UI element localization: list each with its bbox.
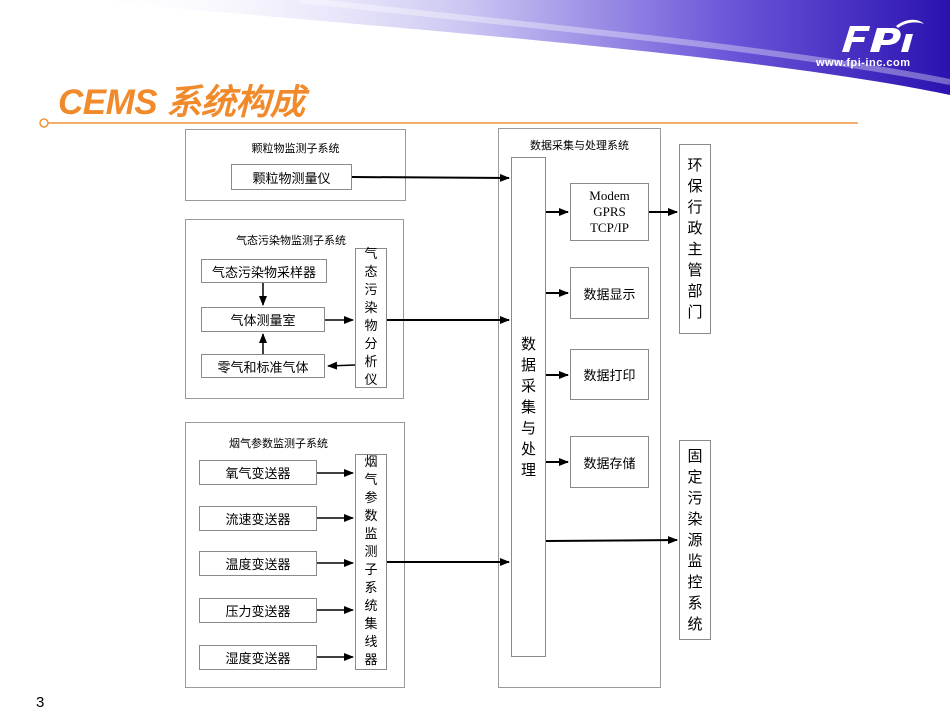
epa-department-box: 环保行政主管部门 — [679, 144, 711, 334]
arrow-daq-to-source-monitor — [545, 536, 678, 545]
vertical-char: 气 — [364, 247, 378, 262]
arrow-particulate-to-daq — [351, 173, 510, 182]
vertical-char: 采 — [520, 376, 536, 395]
oxygen-transmitter-box: 氧气变送器 — [199, 460, 317, 485]
pressure-transmitter-box: 压力变送器 — [199, 598, 317, 623]
vertical-char: 控 — [687, 572, 703, 591]
vertical-char: 与 — [520, 418, 536, 437]
vertical-char: 子 — [364, 563, 378, 578]
title-rule — [39, 118, 858, 128]
vertical-char: 据 — [520, 355, 536, 374]
gas-analyzer-box: 气态污染物分析仪 — [355, 247, 387, 388]
data-storage-box: 数据存储 — [570, 436, 649, 488]
vertical-char: 系 — [687, 593, 703, 612]
company-logo — [836, 16, 926, 56]
vertical-char: 源 — [687, 530, 703, 549]
comm-line-modem: Modem — [589, 188, 630, 203]
vertical-char: 集 — [364, 617, 378, 632]
vertical-char: 测 — [364, 545, 378, 560]
vertical-char: 政 — [687, 219, 703, 237]
vertical-char: 固 — [687, 446, 703, 465]
data-print-box: 数据打印 — [570, 349, 649, 400]
vertical-char: 染 — [687, 509, 703, 528]
daq-system-title: 数据采集与处理系统 — [530, 139, 629, 152]
vertical-char: 烟 — [364, 455, 378, 470]
particulate-meter-box: 颗粒物测量仪 — [231, 164, 352, 190]
vertical-char: 物 — [364, 319, 378, 334]
vertical-char: 监 — [687, 551, 703, 570]
gas-subsystem-title: 气态污染物监测子系统 — [236, 234, 346, 247]
gas-sampler-box: 气态污染物采样器 — [201, 259, 327, 283]
vertical-char: 环 — [687, 156, 703, 174]
data-display-box: 数据显示 — [570, 267, 649, 319]
vertical-char: 气 — [364, 473, 378, 488]
page-title: CEMS 系统构成 — [58, 83, 305, 122]
source-monitoring-system-box: 固定污染源监控系统 — [679, 440, 711, 640]
vertical-char: 仪 — [364, 373, 378, 388]
particulate-subsystem-title: 颗粒物监测子系统 — [251, 142, 340, 155]
arrow-analyzer-to-zerogas — [327, 361, 356, 370]
vertical-char: 统 — [687, 614, 703, 633]
vertical-char: 污 — [687, 488, 703, 507]
vertical-char: 监 — [364, 527, 378, 542]
vertical-char: 行 — [687, 198, 703, 216]
temperature-transmitter-box: 温度变送器 — [199, 551, 317, 576]
vertical-char: 分 — [364, 337, 378, 352]
vertical-char: 析 — [364, 355, 378, 370]
flue-subsystem-title: 烟气参数监测子系统 — [229, 437, 328, 450]
daq-core-box: 数据采集与处理 — [511, 157, 546, 657]
page-number: 3 — [36, 694, 45, 711]
vertical-char: 门 — [687, 303, 703, 321]
vertical-char: 保 — [687, 177, 703, 195]
company-url[interactable]: www.fpi-inc.com — [816, 57, 911, 69]
vertical-char: 集 — [520, 397, 536, 416]
flue-integrator-box: 烟气参数监测子系统集线器 — [355, 454, 387, 670]
vertical-char: 线 — [364, 635, 378, 650]
vertical-char: 污 — [364, 283, 378, 298]
comm-line-tcpip: TCP/IP — [589, 220, 629, 235]
vertical-char: 系 — [364, 581, 378, 596]
vertical-char: 态 — [364, 265, 378, 280]
vertical-char: 部 — [687, 282, 703, 300]
vertical-char: 定 — [687, 467, 703, 486]
vertical-char: 管 — [687, 261, 703, 279]
vertical-char: 染 — [364, 301, 378, 316]
vertical-char: 数 — [520, 334, 536, 353]
vertical-char: 处 — [520, 439, 536, 458]
vertical-char: 理 — [520, 460, 536, 479]
gas-chamber-box: 气体测量室 — [201, 307, 325, 332]
comm-module-box: Modem GPRS TCP/IP — [570, 183, 649, 241]
vertical-char: 数 — [364, 509, 378, 524]
comm-line-gprs: GPRS — [593, 204, 626, 219]
vertical-char: 主 — [687, 240, 703, 258]
vertical-char: 器 — [364, 653, 378, 668]
zero-gas-box: 零气和标准气体 — [201, 354, 325, 378]
vertical-char: 统 — [364, 599, 378, 614]
humidity-transmitter-box: 湿度变送器 — [199, 645, 317, 670]
flow-transmitter-box: 流速变送器 — [199, 506, 317, 531]
vertical-char: 参 — [364, 491, 378, 506]
fpi-logo-icon — [842, 19, 924, 52]
header-banner — [80, 0, 950, 95]
